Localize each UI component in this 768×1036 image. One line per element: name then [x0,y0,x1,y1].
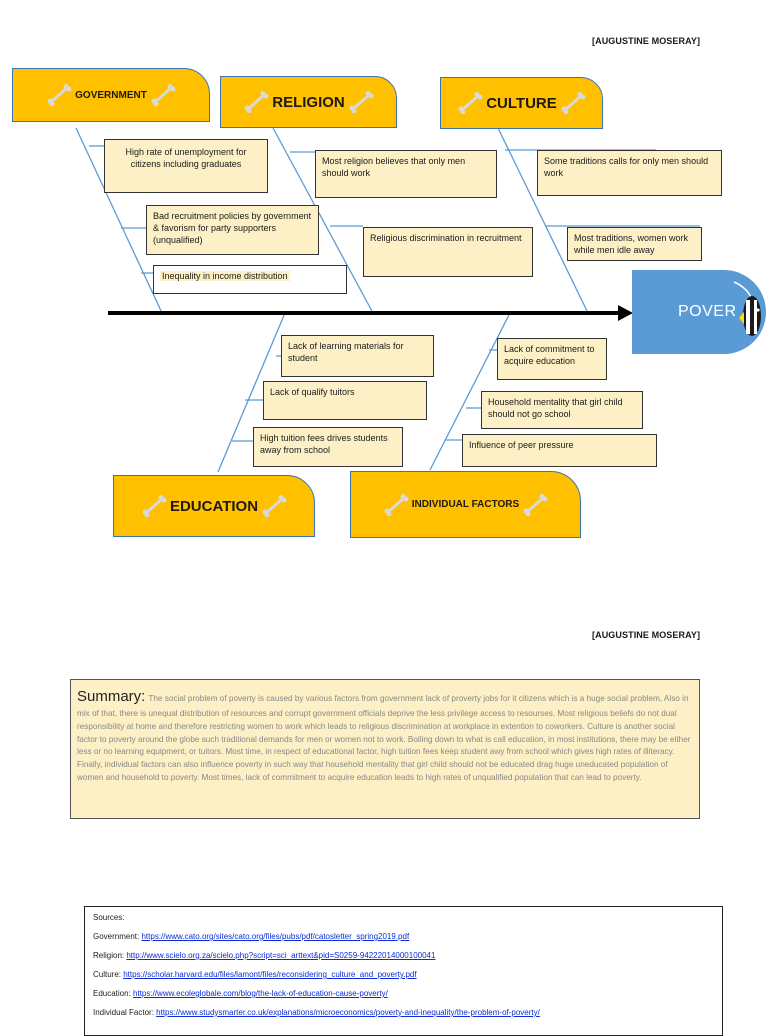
individual-bone [429,312,511,471]
source-link-education[interactable]: https://www.ecoleglobale.com/blog/the-la… [133,989,388,998]
summary-text: The social problem of poverty is caused … [77,694,691,782]
bone-icon [151,84,176,106]
source-link-government[interactable]: https://www.cato.org/sites/cato.org/file… [141,932,410,941]
cause-ind-peer-pressure: Influence of peer pressure [462,434,657,467]
fishbone-diagram [75,127,700,473]
bone-icon [523,493,548,516]
poverty-head: POVER [632,270,766,354]
category-individual-factors: INDIVIDUAL FACTORS [350,471,581,538]
bone-icon [244,91,269,113]
category-government: GOVERNMENT [12,68,210,122]
summary-title: Summary: [77,688,146,705]
category-culture-label: CULTURE [486,94,557,112]
cause-gov-inequality-text: Inequality in income distribution [160,271,290,281]
category-religion: RELIGION [220,76,397,128]
summary-box: Summary:The social problem of poverty is… [70,679,700,819]
cause-gov-unemployment: High rate of unemployment for citizens i… [104,139,268,193]
cause-rel-discrimination: Religious discrimination in recruitment [363,227,533,277]
cause-edu-materials: Lack of learning materials for student [281,335,434,377]
category-government-label: GOVERNMENT [75,89,147,101]
source-label: Education: [93,989,134,998]
category-education-label: EDUCATION [169,497,259,515]
bone-icon [458,92,483,114]
source-row: Culture: https://scholar.harvard.edu/fil… [93,970,714,979]
bone-icon [561,92,586,114]
author-header-top: [AUGUSTINE MOSERAY] [592,36,701,46]
source-row: Government: https://www.cato.org/sites/c… [93,932,714,941]
cause-cul-traditions: Some traditions calls for only men shoul… [537,150,722,196]
bone-icon [384,493,409,516]
source-row: Religion: http://www.scielo.org.za/sciel… [93,951,714,960]
bone-icon [349,91,374,113]
source-row: Education: https://www.ecoleglobale.com/… [93,989,714,998]
category-culture: CULTURE [440,77,603,129]
source-label: Religion: [93,951,127,960]
author-header-mid: [AUGUSTINE MOSERAY] [592,630,701,640]
cause-cul-women-work: Most traditions, women work while men id… [567,227,702,261]
poverty-head-label: POVER [678,303,737,320]
culture-bone [497,127,589,314]
bone-icon [47,84,72,106]
source-label: Culture: [93,970,124,979]
religion-bone [272,127,374,314]
cause-rel-men-work: Most religion believes that only men sho… [315,150,497,198]
category-individual-factors-label: INDIVIDUAL FACTORS [411,499,520,510]
cause-gov-inequality: Inequality in income distribution [153,265,347,294]
cause-edu-tuitors: Lack of qualify tuitors [263,381,427,420]
fishbone-bones [75,127,700,473]
cause-gov-recruitment: Bad recruitment policies by government &… [146,205,319,255]
source-link-religion[interactable]: http://www.scielo.org.za/scielo.php?scri… [126,951,436,960]
arrow-head [618,305,633,321]
source-label: Government: [93,932,142,941]
source-link-individual[interactable]: https://www.studysmarter.co.uk/explanati… [156,1008,540,1017]
cause-ind-commitment: Lack of commitment to acquire education [497,338,607,380]
government-bone [75,127,163,314]
category-education: EDUCATION [113,475,315,537]
source-row: Individual Factor: https://www.studysmar… [93,1008,714,1017]
education-bone [217,312,286,473]
fish-icon [733,281,761,336]
source-label: Individual Factor: [93,1008,157,1017]
category-religion-label: RELIGION [272,93,345,111]
sources-box: Sources: Government: https://www.cato.or… [84,906,723,1036]
bone-icon [262,495,287,517]
source-link-culture[interactable]: https://scholar.harvard.edu/files/lamont… [123,970,417,979]
bone-icon [142,495,167,517]
cause-ind-household: Household mentality that girl child shou… [481,391,643,429]
sources-heading: Sources: [93,913,125,922]
cause-edu-fees: High tuition fees drives students away f… [253,427,403,467]
